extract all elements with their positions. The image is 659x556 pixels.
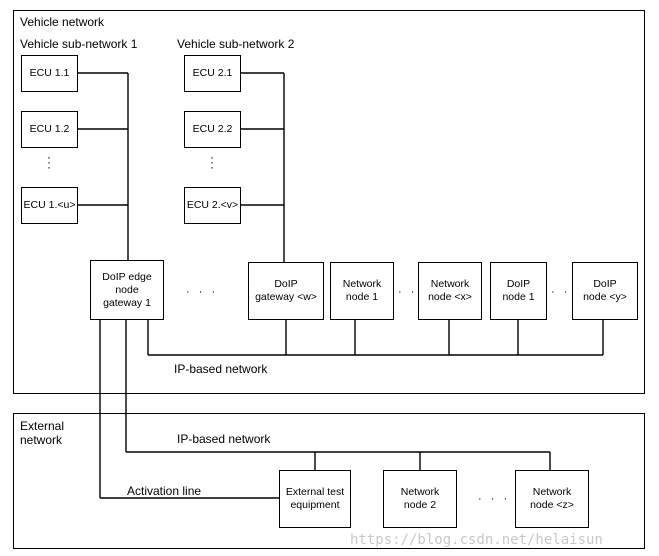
- external-nodes-ellipsis: · · ·: [478, 493, 511, 505]
- sub-network-2-ellipsis: · · ·: [210, 150, 214, 174]
- vehicle-ip-network-label: IP-based network: [174, 362, 268, 376]
- ecu-2-2: ECU 2.2: [184, 111, 241, 148]
- sub-network-1-ellipsis: · · ·: [47, 150, 51, 174]
- sub-network-2-title: Vehicle sub-network 2: [177, 37, 295, 51]
- watermark: https://blog.csdn.net/helaisun: [350, 532, 603, 548]
- sub-network-1-title: Vehicle sub-network 1: [20, 37, 138, 51]
- doip-edge-node-gateway-1: DoIP edge node gateway 1: [90, 260, 164, 320]
- ecu-2-1: ECU 2.1: [184, 55, 241, 92]
- network-node-z: Network node <z>: [515, 470, 589, 528]
- external-ip-network-label: IP-based network: [177, 432, 271, 446]
- network-node-2: Network node 2: [383, 470, 457, 528]
- vehicle-network-title: Vehicle network: [20, 15, 105, 29]
- ecu-1-u: ECU 1.<u>: [21, 187, 78, 224]
- network-node-1: Network node 1: [330, 262, 394, 320]
- network-node-x: Network node <x>: [418, 262, 482, 320]
- doip-node-y: DoIP node <y>: [572, 262, 638, 320]
- external-network-title: External network: [20, 419, 65, 447]
- vehicle-network-frame: [13, 10, 645, 394]
- doip-node-1: DoIP node 1: [490, 262, 547, 320]
- ecu-1-1: ECU 1.1: [21, 55, 78, 92]
- doip-gateway-w: DoIP gateway <w>: [248, 262, 324, 320]
- external-network-frame: [13, 413, 645, 549]
- ecu-2-v: ECU 2.<v>: [184, 187, 241, 224]
- activation-line-label: Activation line: [127, 484, 202, 498]
- edge-gateway-row-ellipsis: · · ·: [186, 286, 219, 298]
- ecu-1-2: ECU 1.2: [21, 111, 78, 148]
- external-test-equipment: External test equipment: [279, 470, 351, 528]
